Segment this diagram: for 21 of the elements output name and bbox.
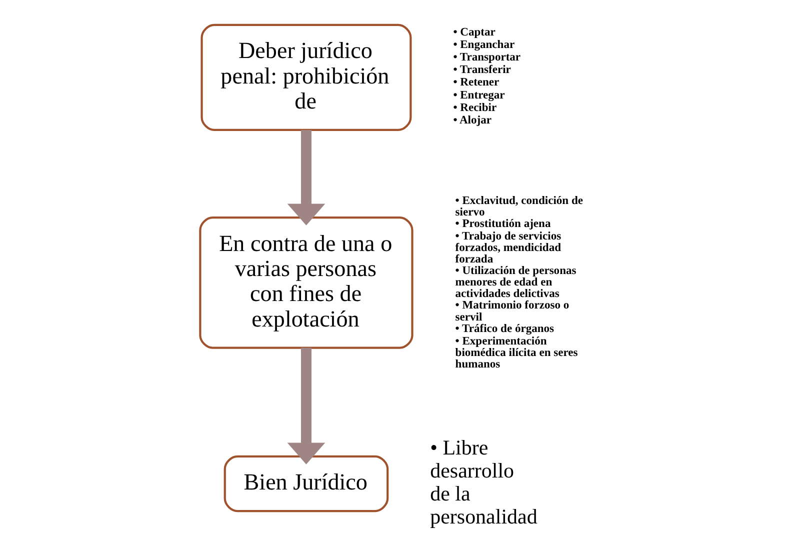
node-label: • Prostitutión ajena [454, 218, 550, 230]
node-label: • Matrimonio forzoso o servil [454, 300, 569, 324]
node-label: • Exclavitud, condición de siervo [454, 194, 583, 218]
node-label: • Tráfico de órganos [454, 322, 554, 335]
node-label: • Captar [452, 26, 495, 38]
node-box: Bien Jurídico [223, 455, 388, 512]
node-label: • Transferir [452, 64, 510, 76]
node-box: En contra de una o varias personas con fines de explotación [198, 216, 413, 349]
node-label: • Enganchar [452, 38, 514, 51]
arrow [286, 348, 325, 464]
arrow [286, 130, 325, 226]
node-label: • Transportar [452, 51, 520, 64]
node-label: • Utilización de personas menores de edad en actividades delictivas [454, 265, 576, 300]
node-label: • Retener [452, 76, 499, 89]
node-label: • Alojar [452, 114, 492, 126]
node-label: • Recibir [452, 102, 496, 114]
node-label: • Libre desarrollo de la personalidad [430, 435, 537, 529]
node-label: • Experimentación biomédica ilícita en seres humanos [454, 335, 578, 371]
node-box: Deber jurídico penal: prohibición de [200, 24, 412, 131]
node-label: • Trabajo de servicios forzados, mendicidad forzada [454, 230, 561, 266]
node-label: • Entregar [452, 89, 504, 102]
